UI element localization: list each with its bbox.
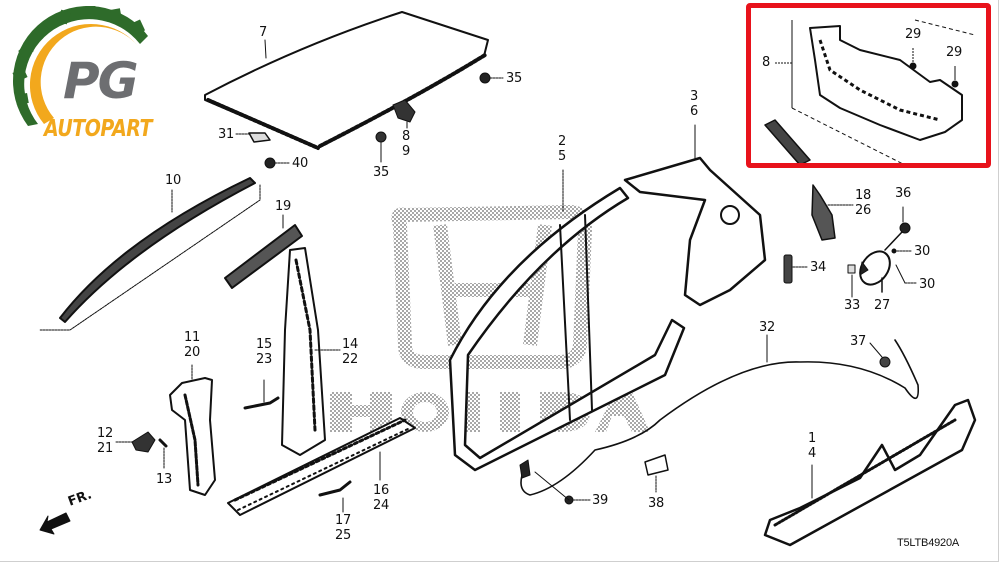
- callout-29-left: 29: [905, 27, 921, 42]
- callout-39: 39: [592, 493, 608, 508]
- gear-icon: [12, 6, 148, 126]
- callout-10: 10: [165, 173, 181, 188]
- highlight-box-part-8: [746, 3, 991, 168]
- callout-12-21: 12 21: [97, 426, 113, 456]
- front-arrow-icon: [39, 512, 71, 535]
- diagram-code: T5LTB4920A: [897, 537, 960, 549]
- callout-8-9: 8 9: [402, 129, 410, 159]
- callout-33: 33: [844, 298, 860, 313]
- callout-19: 19: [275, 199, 291, 214]
- callout-35-top: 35: [506, 71, 522, 86]
- callout-13: 13: [156, 472, 172, 487]
- callout-11-20: 11 20: [184, 330, 200, 360]
- callout-30-upper: 30: [914, 244, 930, 259]
- callout-7: 7: [259, 25, 267, 40]
- callout-32: 32: [759, 320, 775, 335]
- callout-15-23: 15 23: [256, 337, 272, 367]
- callout-36: 36: [895, 186, 911, 201]
- callout-31: 31: [218, 127, 234, 142]
- callout-30-lower: 30: [919, 277, 935, 292]
- callout-18-26: 18 26: [855, 188, 871, 218]
- callout-40: 40: [292, 156, 308, 171]
- callout-14-22: 14 22: [342, 337, 358, 367]
- callout-3-6: 3 6: [690, 89, 698, 119]
- callout-29-right: 29: [946, 45, 962, 60]
- callout-17-25: 17 25: [335, 513, 351, 543]
- callout-37: 37: [850, 334, 866, 349]
- callout-16-24: 16 24: [373, 483, 389, 513]
- logo-brand-text: PG: [63, 52, 139, 110]
- callout-2-5: 2 5: [558, 134, 566, 164]
- callout-8-highlighted: 8: [762, 55, 770, 70]
- logo-subtitle-text: AUTOPART: [44, 115, 153, 143]
- pg-autopart-logo: PG AUTOPART: [8, 6, 168, 141]
- callout-35-mid: 35: [373, 165, 389, 180]
- callout-34: 34: [810, 260, 826, 275]
- callout-27: 27: [874, 298, 890, 313]
- callout-1-4: 1 4: [808, 431, 816, 461]
- callout-38: 38: [648, 496, 664, 511]
